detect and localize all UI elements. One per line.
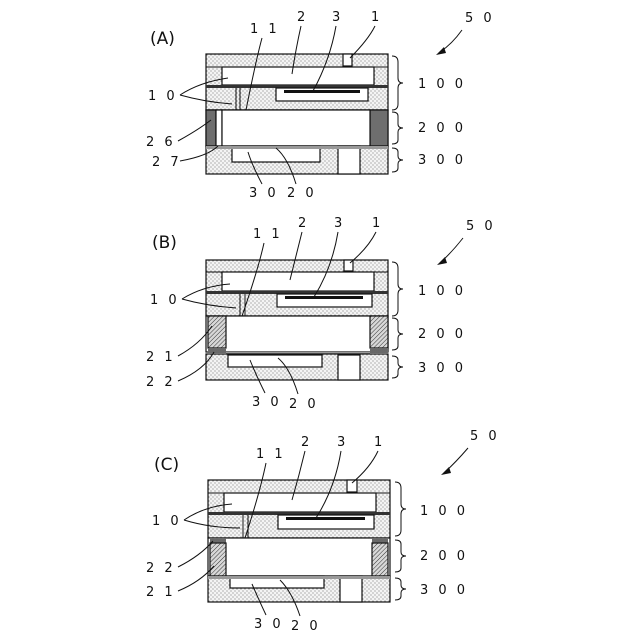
panel-a-chamber-20 (222, 110, 370, 146)
panel-a-ref-3: 3 (332, 10, 343, 25)
panel-b-title: (B) (152, 233, 177, 253)
panel-b-recess-30 (228, 355, 322, 367)
panel-c-brace-100 (395, 482, 406, 536)
panel-c-wall-21-left (210, 543, 226, 576)
panel-a-wall-27 (216, 110, 222, 146)
panel-c-ref-30: 3 0 (254, 617, 284, 632)
panel-b-port-bottom (338, 355, 360, 380)
panel-b-label-200: 2 0 0 (418, 327, 466, 342)
panel-c-label-100: 1 0 0 (420, 504, 468, 519)
panel-b-ref-30: 3 0 (252, 395, 282, 410)
panel-b-ref-22: 2 2 (146, 375, 176, 390)
panel-a-brace-200 (392, 112, 403, 144)
panel-a-recess-3 (276, 88, 368, 101)
panel-c-wall-21-right (372, 543, 388, 576)
panel-c-ref-1: 1 (374, 435, 385, 450)
panel-b-ref-11: 1 1 (253, 227, 283, 242)
panel-a-brace-300 (392, 148, 403, 172)
panel-a: (A) 5 0 1 0 0 2 0 0 3 0 0 1 1 2 (146, 10, 495, 201)
panel-c-ref-10: 1 0 (152, 514, 182, 529)
panel-a-title: (A) (150, 29, 175, 49)
panel-b-device-label: 5 0 (466, 219, 496, 234)
panel-b-ref-2: 2 (298, 216, 309, 231)
panel-a-label-100: 1 0 0 (418, 77, 466, 92)
panel-a-ref-26: 2 6 (146, 135, 176, 150)
panel-c-ref-3: 3 (337, 435, 348, 450)
panel-a-device-label: 5 0 (465, 11, 495, 26)
panel-c-label-300: 3 0 0 (420, 583, 468, 598)
panel-c-ref-2: 2 (301, 435, 312, 450)
panel-a-cavity-2 (222, 67, 374, 85)
panel-a-ref-1: 1 (371, 10, 382, 25)
panel-a-ref-11: 1 1 (250, 22, 280, 37)
panel-c-ref-21: 2 1 (146, 585, 176, 600)
panel-b-recess-3 (277, 294, 372, 307)
panel-c-brace-200 (395, 540, 406, 572)
panel-b-leader-1 (350, 232, 376, 263)
panel-b-ref-10: 1 0 (150, 293, 180, 308)
panel-b-layer-200 (206, 316, 388, 352)
panel-b-layer-22-left (208, 348, 226, 353)
panel-b-ref-20: 2 0 (289, 397, 319, 412)
panel-a-wall-right (370, 110, 388, 146)
panel-c-ref-22: 2 2 (146, 561, 176, 576)
panel-b-brace-100 (392, 262, 403, 316)
panel-b: (B) 5 0 1 0 0 2 0 0 3 0 0 1 1 2 (146, 216, 496, 412)
panel-c-port-bottom (340, 576, 362, 602)
panel-a-ref-27: 2 7 (152, 155, 182, 170)
panel-a-wall-26 (206, 110, 216, 146)
panel-c-device-label: 5 0 (470, 429, 500, 444)
panel-c-label-200: 2 0 0 (420, 549, 468, 564)
panel-c-ref-11: 1 1 (256, 447, 286, 462)
panel-b-label-300: 3 0 0 (418, 361, 466, 376)
panel-c-electrode-3 (286, 517, 365, 520)
panel-b-ref-21: 2 1 (146, 350, 176, 365)
panel-a-label-300: 3 0 0 (418, 153, 466, 168)
panel-c-layer-200 (208, 538, 390, 576)
panel-a-port-1 (343, 54, 352, 66)
panel-c-cavity-2 (224, 493, 376, 512)
panel-c-brace-300 (395, 578, 406, 600)
panel-a-electrode-3 (284, 90, 360, 93)
panel-a-label-200: 2 0 0 (418, 121, 466, 136)
panel-c-port-1 (347, 480, 357, 492)
panel-b-cavity-2 (222, 272, 374, 291)
panel-b-electrode-3 (285, 296, 363, 299)
panel-a-ref-10: 1 0 (148, 89, 178, 104)
panel-c-title: (C) (154, 455, 179, 475)
panel-a-leader-1 (350, 26, 375, 58)
panel-a-ref-2: 2 (297, 10, 308, 25)
panel-a-port-bottom (338, 146, 360, 174)
panel-b-wall-21-right (370, 316, 388, 348)
panel-c-leader-1 (352, 451, 378, 483)
panel-c: (C) 5 0 1 0 0 2 0 0 3 0 0 1 1 2 (146, 429, 500, 634)
panel-a-brace-100 (392, 56, 403, 110)
panel-b-layer-22-right (370, 348, 388, 353)
panel-c-layer-22-right (372, 538, 388, 543)
panel-b-ref-3: 3 (334, 216, 345, 231)
panel-b-brace-200 (392, 318, 403, 350)
panel-a-ref-30: 3 0 (249, 186, 279, 201)
panel-b-label-100: 1 0 0 (418, 284, 466, 299)
panel-b-brace-300 (392, 356, 403, 378)
panel-b-wall-21-left (208, 316, 226, 348)
panel-b-ref-1: 1 (372, 216, 383, 231)
panel-a-ref-20: 2 0 (287, 186, 317, 201)
panel-c-ref-20: 2 0 (291, 619, 321, 634)
